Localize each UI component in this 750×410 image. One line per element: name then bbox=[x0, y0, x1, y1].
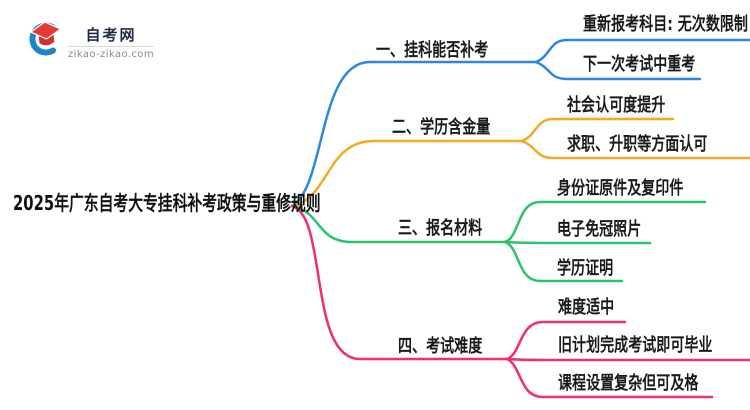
mindmap-central-topic: 2025年广东自考大专挂科补考政策与重修规则 bbox=[13, 191, 321, 215]
graduation-cap-icon bbox=[29, 21, 62, 56]
mindmap-leaf: 难度适中 bbox=[558, 297, 615, 318]
branch-label-materials: 三、报名材料 bbox=[398, 218, 483, 239]
mindmap-leaf: 求职、升职等方面认可 bbox=[567, 134, 708, 155]
mindmap-leaf: 重新报考科目: 无次数限制 bbox=[583, 14, 748, 35]
branch-blue-lines bbox=[290, 38, 750, 208]
mindmap-leaf: 身份证原件及复印件 bbox=[557, 178, 684, 199]
mindmap-leaf: 旧计划完成考试即可毕业 bbox=[558, 335, 713, 356]
branch-green-lines bbox=[290, 200, 707, 283]
branch-label-value: 二、学历含金量 bbox=[392, 117, 491, 138]
mindmap-leaf: 电子免冠照片 bbox=[557, 219, 642, 240]
mindmap-leaf: 课程设置复杂但可及格 bbox=[558, 373, 699, 394]
branch-orange-lines bbox=[290, 117, 750, 208]
branch-label-difficulty: 四、考试难度 bbox=[398, 336, 483, 357]
site-logo: 自考网 zikao-zikao.com bbox=[26, 18, 156, 64]
mindmap-leaf: 学历证明 bbox=[557, 258, 614, 279]
logo-divider bbox=[68, 46, 154, 47]
branch-pink-lines bbox=[290, 204, 750, 399]
site-name: 自考网 bbox=[85, 26, 137, 44]
site-url: zikao-zikao.com bbox=[68, 49, 154, 60]
branch-label-resit: 一、挂科能否补考 bbox=[376, 40, 489, 61]
mindmap-leaf: 下一次考试中重考 bbox=[583, 54, 696, 75]
mindmap-leaf: 社会认可度提升 bbox=[567, 95, 666, 116]
